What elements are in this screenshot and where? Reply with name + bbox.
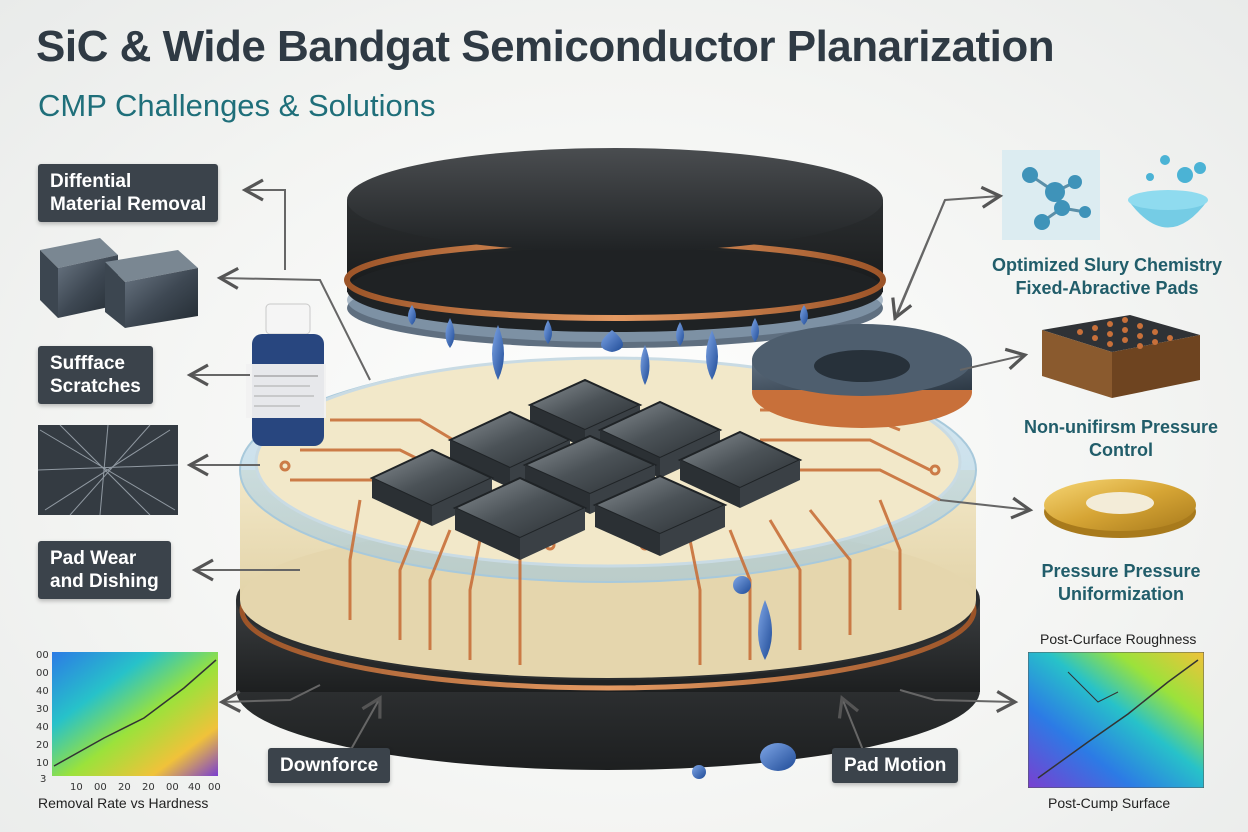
label-pad-wear: Pad Wear and Dishing	[38, 541, 171, 599]
post-cmp-roughness-map	[1027, 651, 1205, 793]
y-tick: 3	[40, 774, 46, 785]
x-tick: 20	[142, 782, 155, 793]
x-tick: 40	[188, 782, 201, 793]
removal-rate-heatmap: 00 00 40 30 40 20 10 3 10 00 20 20 00 40…	[34, 648, 224, 801]
label-pad-motion: Pad Motion	[832, 748, 959, 783]
label-pressure-uniform: Pressure Pressure Uniformization	[1041, 561, 1201, 604]
label-line: Diffential Material Removal	[50, 171, 207, 215]
label-pressure-control: Non-unifirsm Pressure Control	[1023, 417, 1219, 460]
y-tick: 10	[36, 758, 49, 769]
gold-ring	[1044, 479, 1196, 538]
x-tick: 10	[70, 782, 83, 793]
y-tick: 00	[36, 650, 49, 661]
sic-chip	[452, 476, 588, 560]
x-tick: 00	[208, 782, 221, 793]
page-title: SiC & Wide Bandgat Semiconductor Planari…	[36, 22, 1055, 71]
label-surface-scratches: Suffface Scratches	[38, 346, 153, 404]
y-tick: 40	[36, 722, 49, 733]
caption-removal-rate: Removal Rate vs Hardness	[38, 795, 209, 811]
y-tick: 40	[36, 686, 49, 697]
abrasive-pad-block	[1042, 315, 1200, 398]
connector-arrows	[186, 178, 1034, 761]
caption-roughness-title: Post-Curface Roughness	[1040, 631, 1197, 647]
label-downforce: Downforce	[268, 748, 391, 783]
label-line: Suffface Scratches	[50, 353, 141, 397]
page-subtitle: CMP Challenges & Solutions	[38, 88, 436, 123]
sic-chip	[677, 430, 803, 508]
molecule-icon	[1002, 150, 1100, 240]
polishing-head	[344, 148, 886, 348]
sic-chip	[369, 448, 495, 526]
conditioner-ring	[752, 324, 972, 428]
label-differential-removal: Diffential Material Removal	[38, 164, 219, 222]
label-slurry-chemistry: Optimized Slury Chemistry Fixed-Abractiv…	[991, 255, 1223, 298]
y-tick: 00	[36, 668, 49, 679]
scratch-texture	[37, 424, 179, 516]
x-tick: 20	[118, 782, 131, 793]
slurry-bottle	[246, 303, 326, 446]
caption-post-cmp: Post-Cump Surface	[1048, 795, 1171, 811]
label-line: Pad Wear and Dishing	[50, 548, 159, 592]
slurry-drops	[408, 305, 808, 779]
slurry-bowl-icon	[1128, 155, 1208, 228]
x-tick: 00	[94, 782, 107, 793]
x-tick: 00	[166, 782, 179, 793]
y-tick: 30	[36, 704, 49, 715]
sic-cubes	[40, 238, 198, 328]
sic-chip	[592, 474, 728, 556]
sic-chip-array	[369, 378, 803, 560]
y-tick: 20	[36, 740, 49, 751]
